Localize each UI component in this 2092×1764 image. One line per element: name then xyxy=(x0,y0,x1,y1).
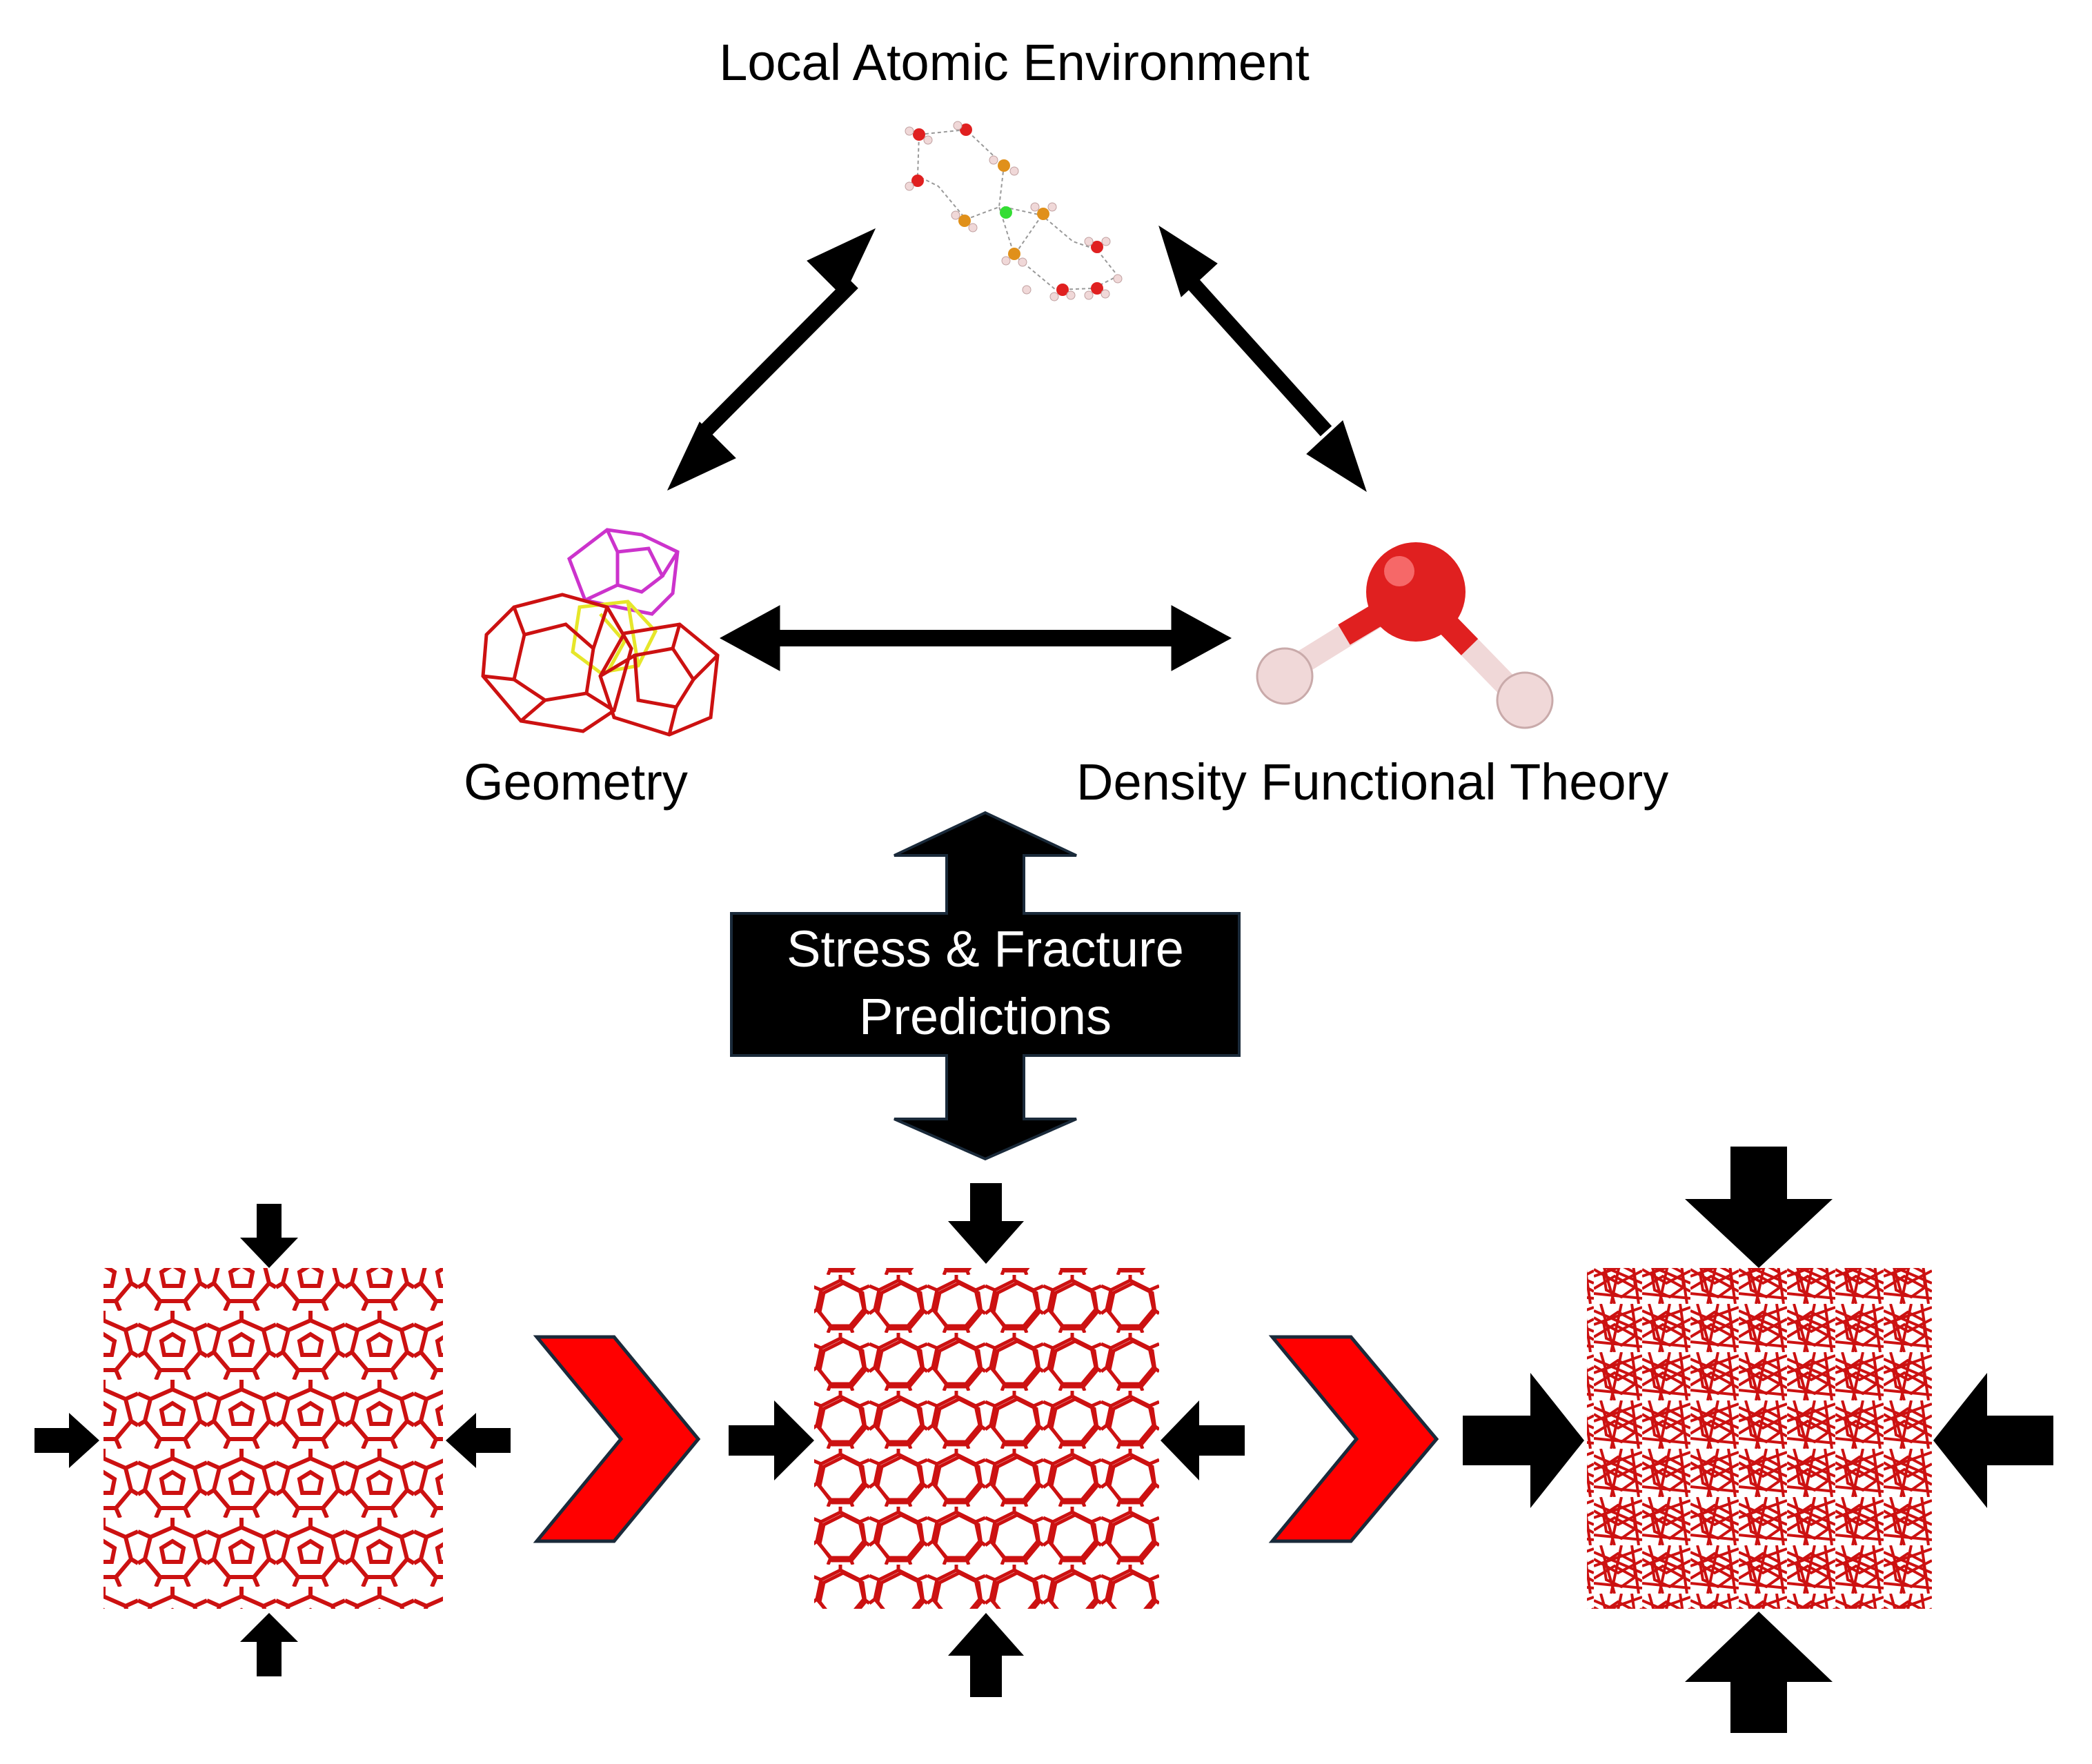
cage-structure-icon xyxy=(481,528,720,737)
compression-arrow-icon xyxy=(34,1204,511,1676)
water-molecule-icon xyxy=(1256,542,1554,729)
double-arrow-icon xyxy=(719,605,1232,671)
chevron-icon xyxy=(533,1335,701,1543)
chevron-icon xyxy=(1268,1335,1439,1543)
double-arrow-icon xyxy=(667,228,876,491)
lattice-block-fractured xyxy=(1587,1268,1932,1609)
label-density-functional-theory: Density Functional Theory xyxy=(1076,753,1669,811)
stress-fracture-line1: Stress & Fracture xyxy=(787,920,1184,978)
lattice-block-compressed xyxy=(814,1268,1159,1609)
hydrogen-bond-cluster-icon xyxy=(905,121,1123,301)
compression-arrow-icon xyxy=(1463,1147,2053,1733)
label-geometry: Geometry xyxy=(464,753,688,811)
stress-fracture-box: Stress & Fracture Predictions xyxy=(731,911,1239,1056)
stress-fracture-arrow xyxy=(730,811,1241,1161)
label-local-atomic-environment: Local Atomic Environment xyxy=(719,34,1310,91)
lattice-block-ordered xyxy=(103,1268,443,1609)
compression-arrow-icon xyxy=(729,1183,1245,1697)
stress-fracture-line2: Predictions xyxy=(858,988,1112,1045)
double-arrow-icon xyxy=(1158,225,1367,493)
